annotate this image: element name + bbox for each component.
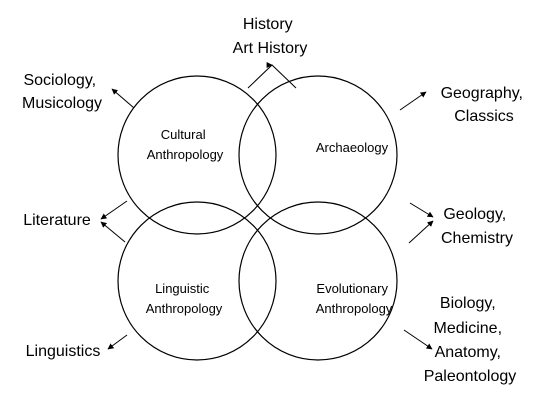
literature-arrow-bottom	[100, 221, 126, 243]
cultural-anthropology-circle	[117, 75, 277, 235]
geography-label: Geography, Classics	[441, 85, 528, 125]
archaeology-circle	[238, 75, 398, 235]
sociology-label: Sociology, Musicology	[22, 72, 102, 112]
evolutionary-anthropology-circle	[238, 201, 398, 361]
history-arrow	[247, 62, 297, 89]
geology-label: Geology, Chemistry	[441, 206, 513, 247]
linguistics-label: Linguistics	[26, 343, 101, 360]
history-label: History Art History	[233, 16, 308, 57]
geography-arrow	[399, 91, 427, 111]
geology-arrow-bottom	[408, 220, 434, 244]
sociology-arrow	[111, 88, 135, 109]
biology-arrow	[403, 329, 433, 350]
geology-arrow-top	[409, 202, 434, 218]
biology-label: Biology, Medicine, Anatomy, Paleontology	[424, 295, 517, 385]
linguistic-anthropology-label: Linguistic Anthropology	[146, 281, 223, 316]
literature-label: Literature	[23, 212, 91, 229]
cultural-anthropology-label: Cultural Anthropology	[147, 127, 224, 162]
linguistics-arrow	[107, 334, 128, 350]
archaeology-label: Archaeology	[316, 140, 389, 155]
evolutionary-anthropology-label: Evolutionary Anthropology	[316, 281, 393, 316]
literature-arrow-top	[100, 200, 128, 220]
linguistic-anthropology-circle	[117, 201, 277, 361]
